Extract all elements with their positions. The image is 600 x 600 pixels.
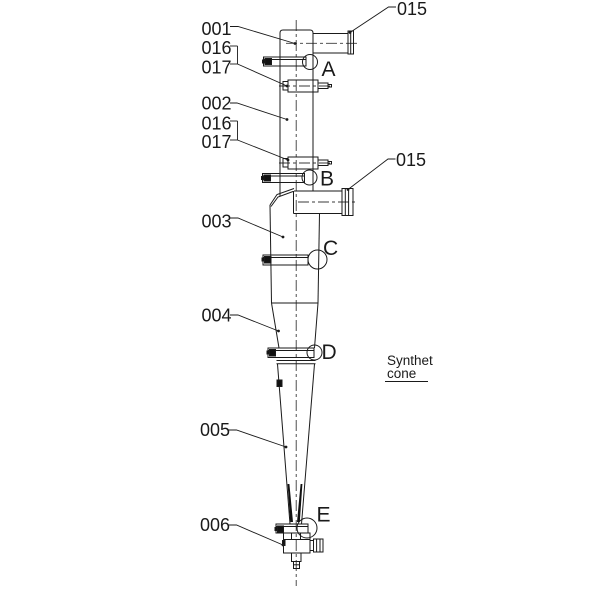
section-003-left-edge — [269, 204, 272, 304]
part-label-003: 003 — [202, 212, 232, 232]
section-005-right-edge — [301, 363, 315, 525]
cone-tip-insert — [287, 484, 303, 522]
leader-002 — [230, 102, 288, 120]
part-label-004: 004 — [202, 306, 232, 326]
note-line-1: Synthet — [387, 353, 433, 368]
leader-006 — [228, 524, 284, 546]
leader-dot-001 — [293, 42, 297, 45]
clamp-c-bolt — [264, 256, 272, 264]
section-005-left-edge — [277, 363, 291, 525]
detail-circle-a — [302, 54, 318, 70]
leader-lines — [228, 6, 396, 546]
leader-005 — [228, 429, 287, 448]
clamp-b-bolt-nub — [261, 176, 265, 180]
leader-dot-015-top — [348, 31, 352, 34]
part-labels: 001 016 017 002 016 017 003 004 005 006 … — [200, 0, 427, 535]
leader-001 — [230, 26, 296, 44]
cone-tip-insert-left — [287, 484, 293, 522]
leader-dot-003 — [281, 235, 285, 239]
note-line-2: cone — [387, 366, 416, 381]
side-plug-neck — [309, 540, 314, 551]
side-fittings — [282, 79, 332, 170]
section-letters: A B C D E — [317, 58, 339, 527]
cone-cap-outer-edge — [269, 188, 295, 206]
section-003-right-edge — [317, 213, 320, 304]
leader-dot-004 — [277, 329, 280, 333]
leader-dot-017a — [285, 84, 289, 88]
body-outlines — [269, 29, 354, 525]
side-plug-body — [313, 538, 324, 553]
part-label-016-lower: 016 — [202, 114, 232, 134]
section-letter-c: C — [323, 237, 338, 260]
leader-004 — [230, 314, 279, 332]
upper-fitting-pin — [327, 84, 332, 88]
detail-circle-c — [307, 249, 328, 270]
clamp-b-bolt — [263, 174, 271, 182]
clamp-a-bolt-nub — [262, 59, 266, 64]
part-label-016-upper: 016 — [202, 38, 232, 58]
part-label-006: 006 — [200, 515, 230, 535]
leader-dots — [277, 31, 352, 547]
leader-dot-005 — [284, 445, 288, 449]
part-label-015-mid: 015 — [396, 150, 426, 170]
section-004-left-edge — [271, 302, 280, 349]
part-label-017-lower: 017 — [202, 132, 232, 152]
section-letter-b: B — [320, 168, 334, 191]
detail-circle-b — [301, 169, 318, 186]
clamp-e-bolt-nub — [274, 527, 278, 531]
detail-circle-e — [296, 517, 318, 539]
cylinder-body-outline — [279, 29, 314, 196]
part-label-015-top: 015 — [397, 0, 427, 19]
leader-dot-002 — [285, 118, 289, 121]
clamp-c-bolt-nub — [261, 257, 265, 262]
section-004-right-edge — [314, 302, 319, 349]
cone-005-lug — [276, 379, 283, 387]
note: Synthet cone — [385, 353, 433, 382]
leader-dot-015-mid — [346, 188, 350, 191]
part-label-002: 002 — [202, 94, 232, 114]
part-label-005: 005 — [200, 420, 230, 440]
leader-015-top — [349, 6, 396, 33]
leader-017b — [237, 139, 289, 161]
section-letter-e: E — [317, 504, 331, 527]
leader-dot-017b — [286, 158, 290, 162]
leader-003 — [230, 217, 284, 238]
detail-circle-d — [306, 344, 323, 361]
leader-017a — [237, 63, 288, 87]
leader-dot-006 — [281, 543, 285, 547]
clamp-a-bolt — [264, 58, 272, 65]
part-label-001: 001 — [202, 19, 232, 39]
clamp-d-bolt-nub — [266, 350, 270, 355]
leader-015-mid — [347, 158, 396, 190]
section-letter-d: D — [322, 341, 337, 364]
lower-fitting-pin — [327, 161, 332, 165]
section-letter-a: A — [322, 58, 336, 81]
outlet-housing — [283, 532, 311, 554]
outlet-assembly — [282, 532, 324, 569]
clamps — [261, 54, 328, 539]
part-label-017-upper: 017 — [202, 58, 232, 78]
clamp-d-bolt — [269, 349, 276, 357]
cone-cap-inner-edge — [270, 191, 294, 207]
cone-tip-insert-right — [297, 484, 303, 522]
clamp-e-bolt — [277, 525, 284, 533]
